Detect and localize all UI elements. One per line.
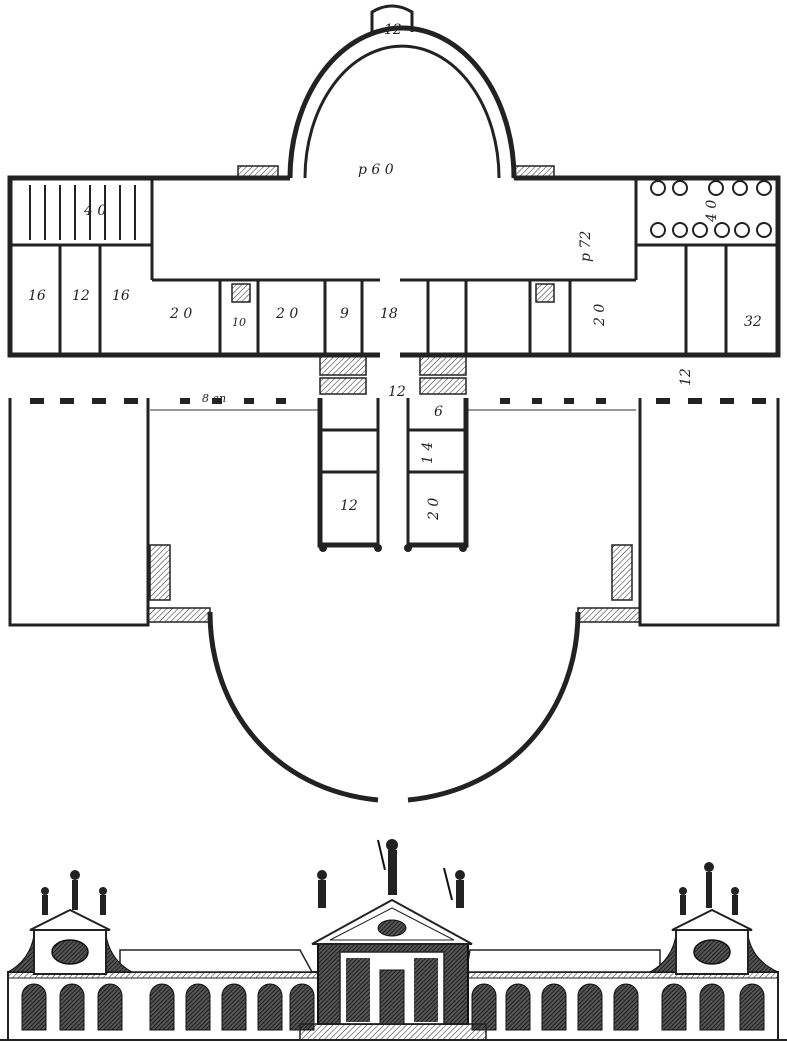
front-court-curve xyxy=(207,611,379,803)
row-room-6-label: 2 0 xyxy=(592,304,608,327)
room-row-walls xyxy=(218,280,572,355)
left-pavilion xyxy=(7,870,133,975)
left-room-c-label: 16 xyxy=(112,288,130,304)
center-small-label: 6 xyxy=(434,404,443,420)
hall-label: p 6 0 xyxy=(358,162,394,178)
row-room-5-label: 18 xyxy=(380,306,398,322)
right-gallery-label: 12 xyxy=(678,368,694,386)
central-entry-block xyxy=(317,398,469,552)
left-court-columns xyxy=(29,185,136,240)
rear-right-court-label: 4 0 xyxy=(704,200,720,223)
rear-left-court-label: 4 0 xyxy=(83,203,106,219)
center-left-label: 12 xyxy=(340,498,358,514)
left-room-a-label: 16 xyxy=(28,288,46,304)
main-block xyxy=(7,175,781,358)
right-court-columns xyxy=(650,180,772,238)
right-pavilion xyxy=(649,862,779,975)
central-portico xyxy=(299,839,487,1041)
row-room-2-label: 10 xyxy=(232,316,246,329)
center-corridor-label: 1 4 xyxy=(420,442,436,464)
side-wings xyxy=(8,398,780,627)
row-room-3-label: 2 0 xyxy=(275,306,298,322)
portico-left-label: 8 an xyxy=(202,392,226,405)
hall-width-label: p 72 xyxy=(578,231,594,262)
row-room-1-label: 2 0 xyxy=(169,306,192,322)
front-elevation xyxy=(0,839,787,1041)
rear-apse xyxy=(237,4,555,179)
arcade-arches xyxy=(21,983,765,1031)
right-room-label: 32 xyxy=(744,314,762,330)
room-labels: 12 p 6 0 p 72 4 0 4 0 16 12 16 2 0 10 2 … xyxy=(28,22,762,521)
portico xyxy=(30,354,766,411)
left-room-b-label: 12 xyxy=(72,288,90,304)
center-right-label: 2 0 xyxy=(426,498,442,521)
apse-label: 12 xyxy=(384,22,402,38)
center-passage-label: 12 xyxy=(388,384,406,400)
floor-plan: 12 p 6 0 p 72 4 0 4 0 16 12 16 2 0 10 2 … xyxy=(7,4,781,803)
row-room-4-label: 9 xyxy=(340,306,349,322)
